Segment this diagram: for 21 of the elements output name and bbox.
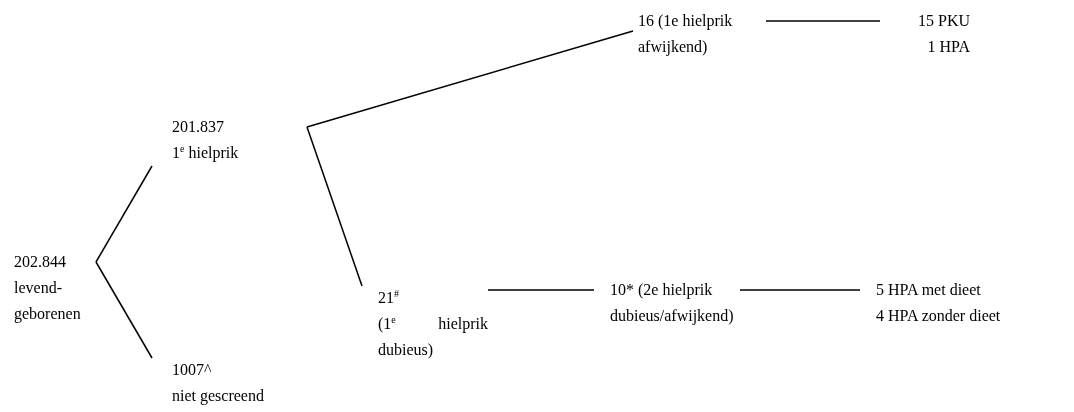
node-text: 202.844 xyxy=(14,252,67,272)
connector-line xyxy=(765,20,881,22)
node-text: 1 HPA xyxy=(926,37,970,57)
connector-line xyxy=(95,261,153,359)
node-text: 201.837 xyxy=(172,117,225,137)
node-text: 5 HPA met dieet xyxy=(876,280,982,300)
connector-line xyxy=(306,30,634,128)
node-text: 1$^{e}$ hielprik xyxy=(172,142,240,164)
node-text: 21$^{#}$ xyxy=(378,287,400,308)
connector-line xyxy=(306,126,363,287)
node-text: 1007^ xyxy=(172,360,213,380)
node-text: 10* (2e hielprik dubieus/afwijkend) xyxy=(610,280,735,327)
connector-line xyxy=(95,165,153,263)
node-text: 16 (1e hielprik afwijkend) xyxy=(638,11,734,58)
node-text: 15 PKU xyxy=(917,11,970,31)
node-text: niet gescreend xyxy=(172,386,265,407)
node-text: levend- geborenen xyxy=(14,278,82,325)
node-text: 4 HPA zonder dieet xyxy=(876,306,1002,326)
connector-line xyxy=(487,289,595,291)
connector-line xyxy=(739,289,861,291)
node-text: (1$^{e}$ hielprik dubieus) xyxy=(378,313,488,361)
